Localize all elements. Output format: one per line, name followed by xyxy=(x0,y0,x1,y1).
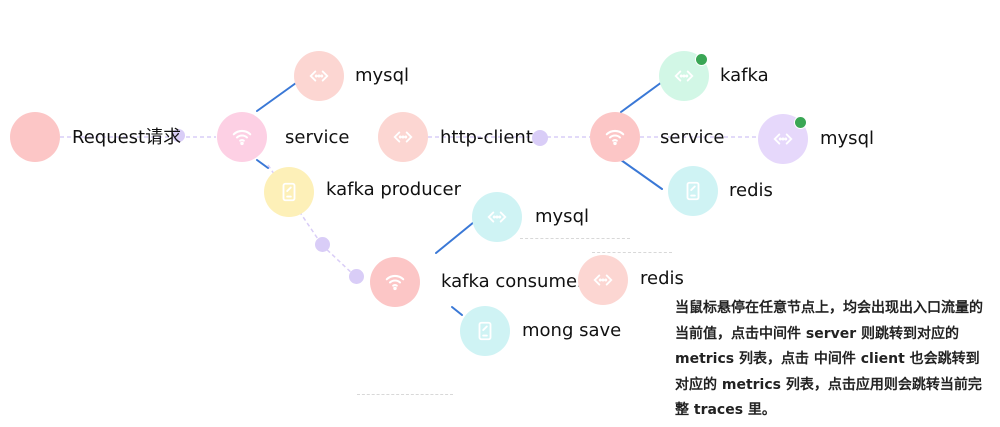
phone-icon xyxy=(478,321,492,341)
solid-edges xyxy=(256,81,663,316)
separator-line xyxy=(592,252,672,253)
service-left-node[interactable] xyxy=(217,112,267,162)
redis-right-label: redis xyxy=(729,180,773,201)
wifi-icon xyxy=(232,129,252,146)
connector-dot xyxy=(349,269,364,284)
phone-icon xyxy=(282,182,296,202)
separator-line xyxy=(520,238,630,239)
service-right-node[interactable] xyxy=(590,112,640,162)
service-left-label: service xyxy=(285,127,350,148)
mong-save-node[interactable] xyxy=(460,306,510,356)
code-icon xyxy=(593,274,613,286)
mysql-middle-node[interactable] xyxy=(472,192,522,242)
edge-consumer-mysql xyxy=(435,221,475,254)
http-client-node[interactable] xyxy=(378,112,428,162)
status-dot xyxy=(794,116,807,129)
connector-dot xyxy=(315,237,330,252)
request-label: Request请求 xyxy=(72,127,182,148)
edge-consumer-mong xyxy=(451,306,463,316)
edge-service-producer xyxy=(256,159,269,169)
kafka-label: kafka xyxy=(720,65,769,86)
mysql-middle-label: mysql xyxy=(535,206,589,227)
service-right-label: service xyxy=(660,127,725,148)
code-icon xyxy=(487,211,507,223)
mysql-left-label: mysql xyxy=(355,65,409,86)
wifi-icon xyxy=(605,129,625,146)
kafka-producer-node[interactable] xyxy=(264,167,314,217)
kafka-consumer-node[interactable] xyxy=(370,257,420,307)
kafka-producer-label: kafka producer xyxy=(326,179,461,200)
edge-service-mysql-left xyxy=(256,82,297,112)
annotation-note: 当鼠标悬停在任意节点上，均会出现出入口流量的当前值，点击中间件 server 则… xyxy=(675,300,983,418)
redis-right-node[interactable] xyxy=(668,166,718,216)
mysql-left-node[interactable] xyxy=(294,51,344,101)
connector-dot xyxy=(532,130,548,146)
http-client-label: http-client xyxy=(440,127,533,148)
code-icon xyxy=(309,70,329,82)
redis-middle-label: redis xyxy=(640,268,684,289)
request-node[interactable] xyxy=(10,112,60,162)
code-icon xyxy=(674,70,694,82)
wifi-icon xyxy=(385,274,405,291)
mysql-right-label: mysql xyxy=(820,128,874,149)
connector-dot xyxy=(172,129,185,142)
code-icon xyxy=(773,133,793,145)
status-dot xyxy=(695,53,708,66)
separator-line xyxy=(357,394,453,395)
edge-service-kafka xyxy=(620,81,663,113)
phone-icon xyxy=(686,181,700,201)
code-icon xyxy=(393,131,413,143)
mong-save-label: mong save xyxy=(522,320,622,341)
redis-middle-node[interactable] xyxy=(578,255,628,305)
edge-service-redis xyxy=(620,159,663,190)
kafka-consumer-label: kafka consumer xyxy=(441,271,585,292)
